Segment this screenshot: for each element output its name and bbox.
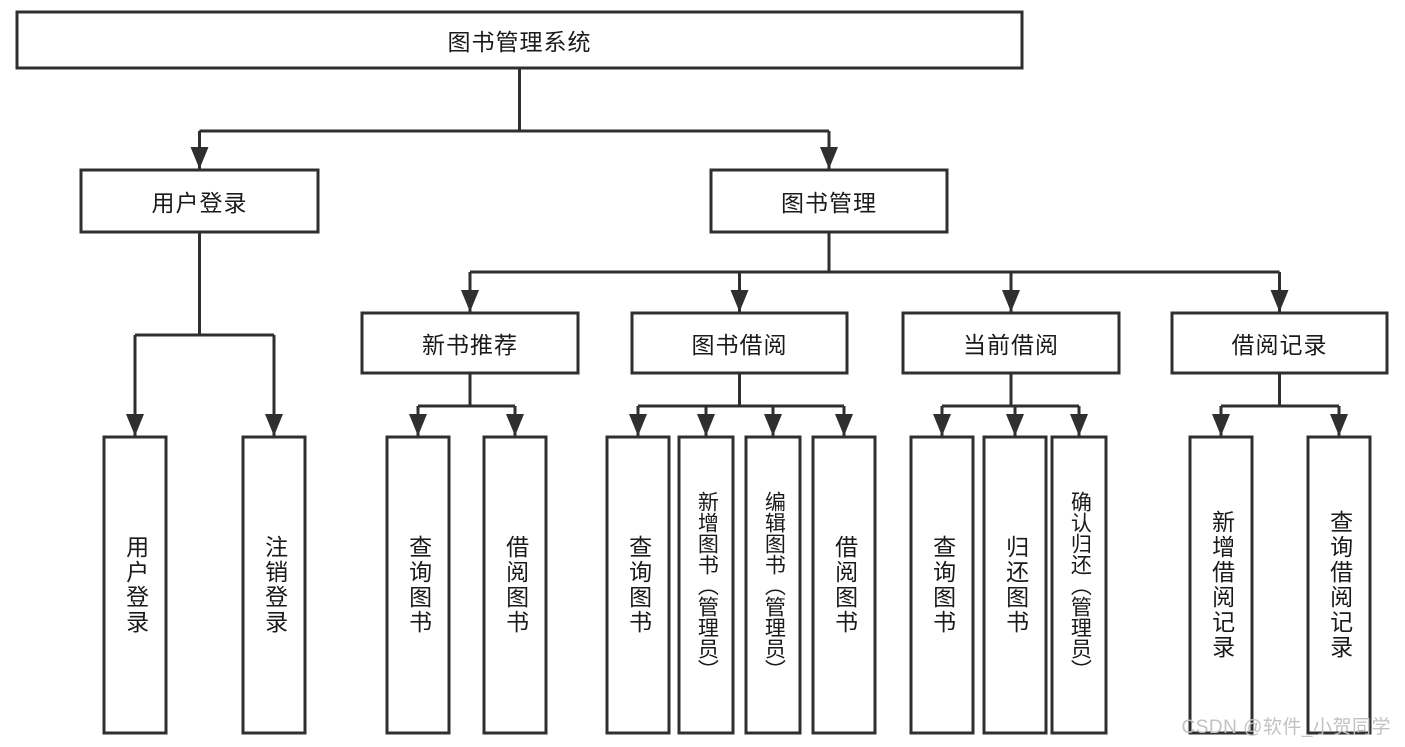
arrow-icon-to-leaf-user-login <box>126 414 144 436</box>
arrow-icon-to-leaf-query-book-brw <box>629 414 647 436</box>
arrow-icon-to-book-manage <box>820 147 838 169</box>
arrow-icon-to-leaf-add-record <box>1212 414 1230 436</box>
arrow-icon-to-leaf-borrow-book-rec <box>506 414 524 436</box>
arrow-icon-to-user-login <box>190 147 209 169</box>
node-box-leaf-edit-book[interactable] <box>744 435 802 735</box>
arrow-icon-to-leaf-confirm-return <box>1070 414 1088 436</box>
node-box-leaf-borrow-book-rec[interactable] <box>482 435 548 735</box>
node-box-leaf-query-book-rec[interactable] <box>385 435 451 735</box>
node-box-leaf-add-record[interactable] <box>1188 435 1254 735</box>
node-box-book-manage[interactable] <box>709 168 949 234</box>
arrow-icon-to-leaf-query-book-cur <box>933 414 951 436</box>
node-box-leaf-query-book-cur[interactable] <box>909 435 975 735</box>
node-box-leaf-user-login[interactable] <box>102 435 168 735</box>
arrow-icon-to-borrow-record <box>1270 290 1289 312</box>
node-box-leaf-add-book[interactable] <box>677 435 735 735</box>
arrow-icon-to-leaf-query-record <box>1330 414 1348 436</box>
node-box-new-book-recommend[interactable] <box>360 311 580 375</box>
node-box-borrow-record[interactable] <box>1170 311 1389 375</box>
arrow-icon-to-new-book-recommend <box>461 290 479 312</box>
node-box-current-borrow[interactable] <box>901 311 1121 375</box>
node-box-leaf-query-book-brw[interactable] <box>605 435 671 735</box>
node-box-leaf-logout[interactable] <box>241 435 307 735</box>
arrow-icon-to-book-borrow <box>730 290 749 312</box>
node-box-book-borrow[interactable] <box>630 311 849 375</box>
node-box-leaf-borrow-book-brw[interactable] <box>811 435 877 735</box>
node-box-leaf-query-record[interactable] <box>1306 435 1372 735</box>
arrow-icon-to-current-borrow <box>1002 290 1020 312</box>
node-box-leaf-confirm-return[interactable] <box>1050 435 1108 735</box>
arrow-icon-to-leaf-logout <box>265 414 283 436</box>
node-box-root[interactable] <box>15 10 1024 70</box>
box-layer <box>15 10 1389 735</box>
arrow-icon-to-leaf-query-book-rec <box>409 414 427 436</box>
node-box-user-login[interactable] <box>79 168 320 234</box>
connector-layer <box>126 68 1348 436</box>
arrow-icon-to-leaf-edit-book <box>764 414 782 436</box>
arrow-icon-to-leaf-add-book <box>697 414 715 436</box>
node-box-leaf-return-book[interactable] <box>982 435 1048 735</box>
arrow-icon-to-leaf-return-book <box>1006 414 1024 436</box>
arrow-icon-to-leaf-borrow-book-brw <box>835 414 853 436</box>
